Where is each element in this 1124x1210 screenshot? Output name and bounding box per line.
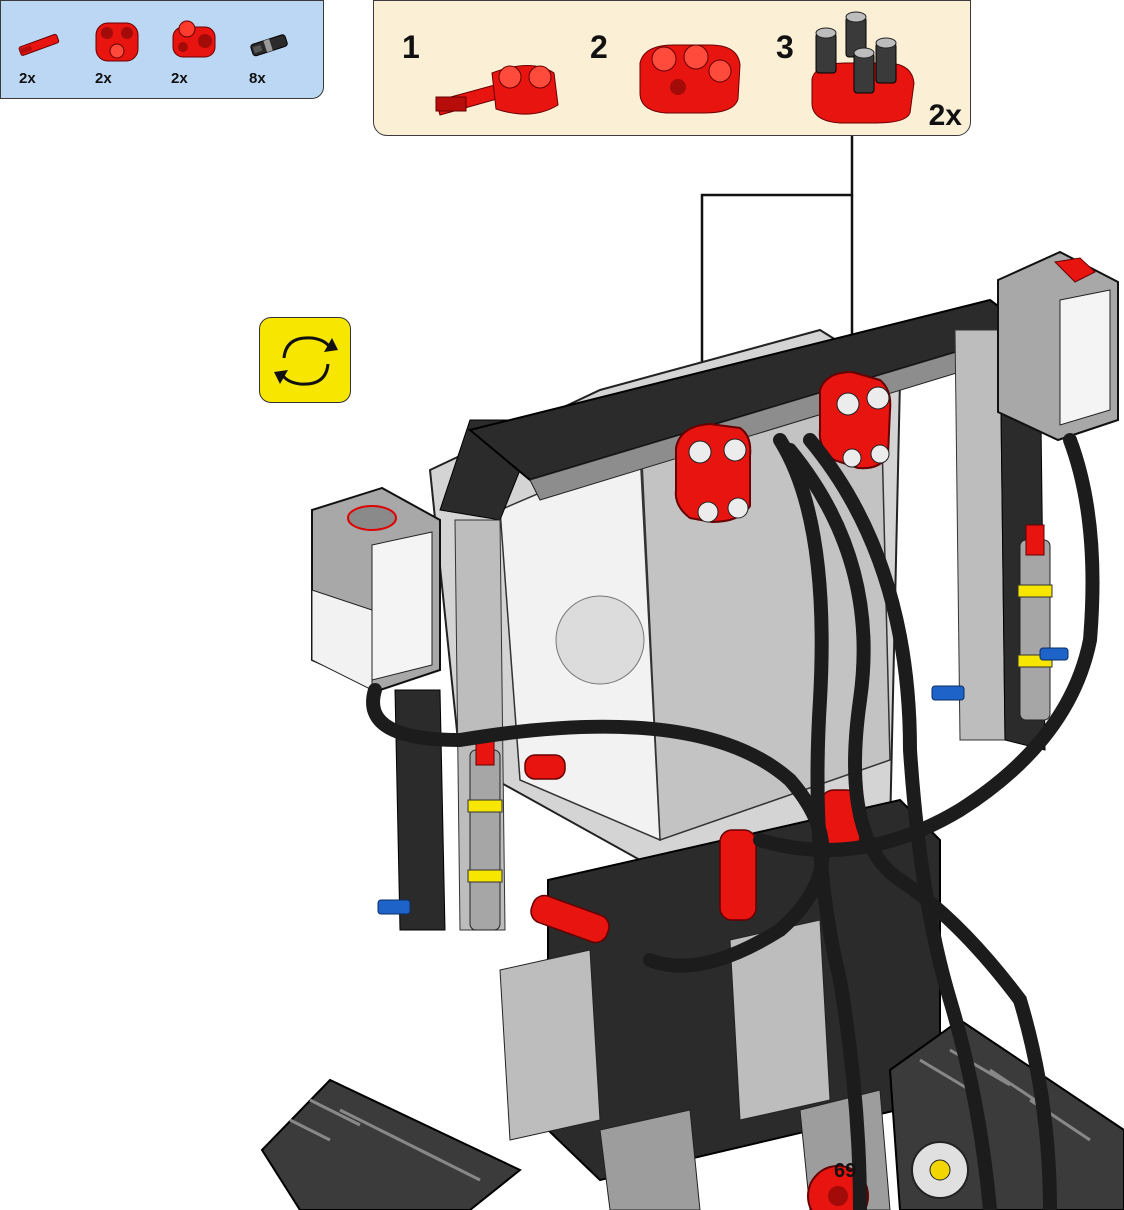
sensor-cables [366,433,1100,1210]
right-track [888,1018,1124,1210]
page-number: 69 [834,1160,857,1182]
sub-step-2-assembly-icon [639,44,741,114]
submodel-callout: 1 2 3 2x [373,0,971,136]
part-quantity: 8x [249,70,266,87]
red-axle-pin-icon [18,33,60,56]
red-double-connector-icon [95,22,139,62]
rotate-model-icon [259,317,351,403]
parts-list-item: 8x [245,15,305,95]
callout-pointer-lines [700,136,854,412]
left-track [260,1078,522,1210]
black-pin-icon [250,34,288,57]
red-cross-connector-icon [172,20,216,58]
parts-list-callout: 2x 2x 2x 8x [0,0,324,99]
parts-list-item: 2x [167,15,227,95]
rotate-arrows-icon [274,336,338,386]
sub-step-number: 2 [590,29,608,65]
parts-list-item: 2x [91,15,151,95]
red-lower-connectors [524,754,861,944]
left-color-sensor [311,486,441,692]
part-quantity: 2x [95,70,112,87]
sub-step-3-assembly-icon [811,11,915,124]
right-touch-sensor [997,250,1119,442]
sub-step-number: 1 [402,29,420,65]
left-shock-absorber [467,734,503,931]
parts-list-item: 2x [15,15,75,95]
red-connector-right [818,370,892,470]
part-quantity: 2x [171,70,188,87]
red-connector-left [674,422,752,524]
sub-step-number: 3 [776,29,794,65]
lower-body-frame [499,798,941,1210]
part-quantity: 2x [19,70,36,87]
submodel-multiplier: 2x [928,99,962,132]
sub-step-1-assembly-icon [435,65,559,116]
right-shock-absorber [1017,524,1053,721]
